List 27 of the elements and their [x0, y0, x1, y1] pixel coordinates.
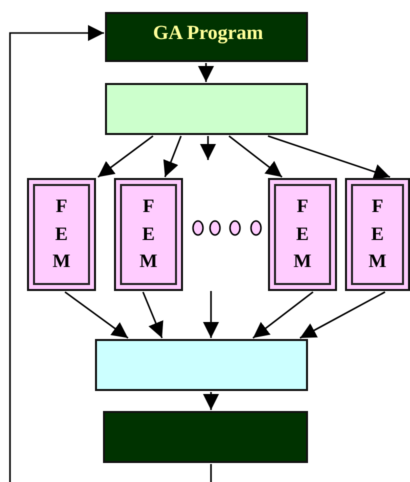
process-box: [95, 339, 308, 391]
box-title: GA Program: [153, 22, 264, 45]
arrow: [9, 25, 104, 482]
arrow: [163, 136, 182, 178]
arrow: [203, 392, 219, 410]
arrow: [203, 291, 219, 338]
output-box: [103, 411, 308, 463]
fem-label: F E M: [139, 195, 158, 274]
fem-label: F E M: [52, 195, 71, 274]
fem-box: [345, 178, 410, 291]
arrow: [98, 135, 154, 178]
arrow: [252, 291, 314, 339]
program-box: [105, 12, 308, 62]
arrow: [64, 291, 128, 339]
arrow: [200, 136, 216, 160]
arrow: [142, 292, 164, 338]
connector-line: [210, 464, 212, 482]
fem-box: [27, 178, 96, 291]
arrow: [198, 63, 214, 82]
fem-label: F E M: [368, 195, 387, 274]
process-box: [105, 83, 308, 135]
arrow: [268, 135, 390, 180]
fem-box: [268, 178, 337, 291]
arrow: [228, 135, 282, 178]
fem-box: [114, 178, 183, 291]
arrow: [300, 291, 386, 339]
fem-label: F E M: [293, 195, 312, 274]
